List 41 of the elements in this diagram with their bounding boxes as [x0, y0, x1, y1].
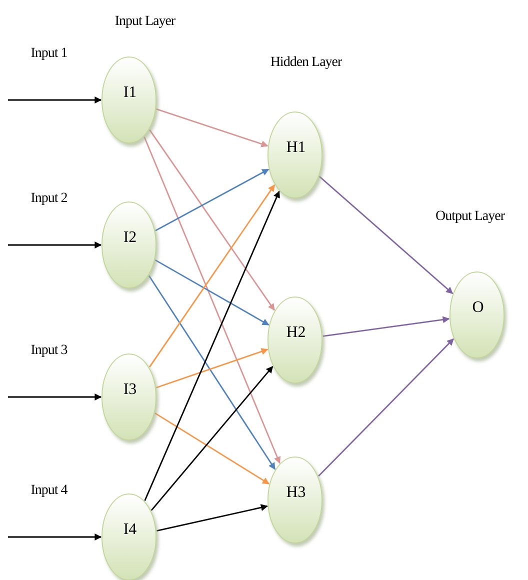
neuron-circle	[101, 56, 159, 146]
node-label: H1	[285, 139, 307, 157]
arrow	[318, 176, 454, 294]
node-label: I1	[122, 84, 138, 102]
arrow	[318, 338, 454, 477]
node-label: H3	[285, 484, 307, 502]
edge-label: Input 1	[30, 46, 68, 62]
arrow	[156, 108, 268, 148]
arrow	[8, 394, 102, 400]
arrow	[154, 259, 270, 326]
neuron-circle	[267, 296, 325, 386]
arrow	[150, 366, 274, 511]
node-label: I2	[122, 229, 138, 247]
node-label: H2	[285, 324, 307, 342]
arrow	[155, 168, 270, 232]
arrow	[8, 242, 102, 248]
neuron-circle	[101, 353, 159, 443]
neuron-circle	[267, 456, 325, 546]
node-label: I3	[122, 381, 138, 399]
node-label: I4	[122, 521, 138, 539]
arrow	[154, 412, 270, 484]
edge-label: Input 3	[30, 343, 68, 359]
arrow	[156, 504, 268, 532]
arrow	[8, 534, 102, 540]
arrow	[148, 184, 276, 368]
arrow	[144, 190, 280, 501]
layer-title: Input Layer	[114, 14, 176, 30]
arrow	[148, 275, 276, 470]
neuron-circle	[267, 111, 325, 201]
edge-label: Input 4	[30, 483, 68, 499]
arrow	[149, 129, 275, 311]
arrow	[156, 348, 268, 388]
arrow	[322, 316, 450, 337]
neuron-circle	[101, 201, 159, 291]
arrow	[144, 136, 281, 464]
layer-title: Hidden Layer	[270, 55, 342, 71]
layer-title: Output Layer	[435, 209, 505, 225]
node-label: O	[471, 299, 485, 317]
arrow	[8, 96, 102, 104]
neuron-circle	[449, 271, 507, 361]
edge-label: Input 2	[30, 191, 68, 207]
